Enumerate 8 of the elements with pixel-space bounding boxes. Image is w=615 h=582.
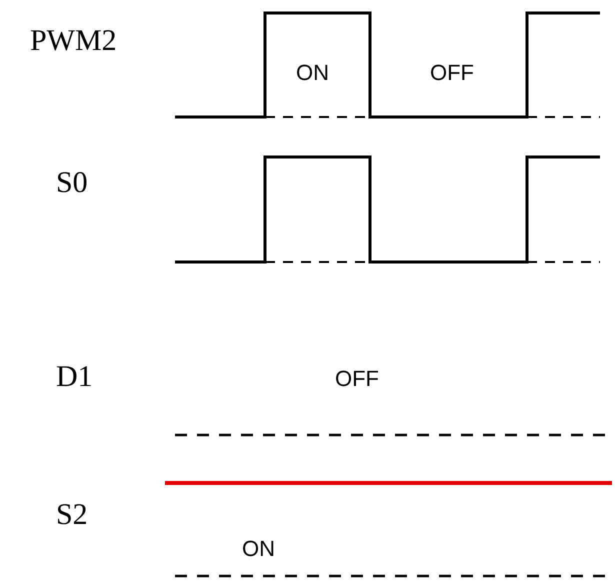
signal-name: PWM2 — [30, 26, 117, 56]
state-label: ON — [242, 538, 275, 560]
signal-name: D1 — [56, 362, 93, 392]
state-label: OFF — [430, 62, 474, 84]
signal-name: S2 — [56, 500, 88, 530]
state-label: OFF — [335, 368, 379, 390]
signal-name: S0 — [56, 168, 88, 198]
state-label: ON — [296, 62, 329, 84]
